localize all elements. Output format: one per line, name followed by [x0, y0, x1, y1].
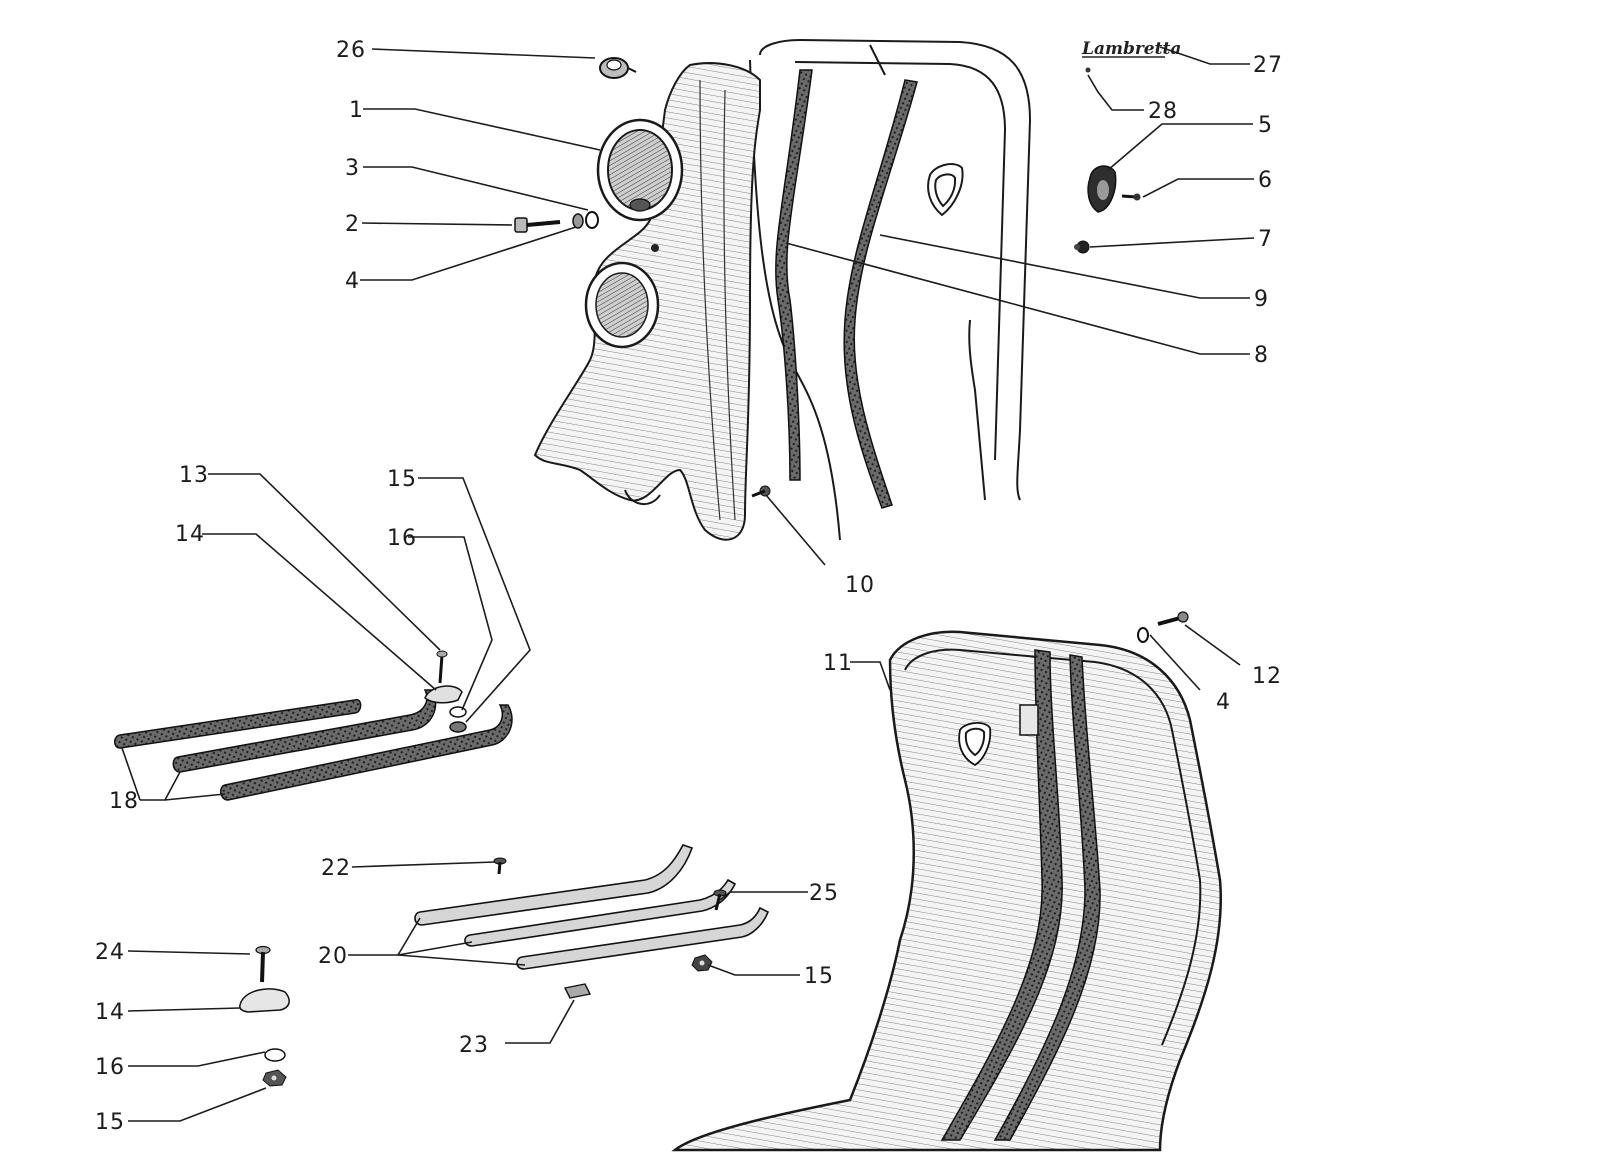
callout-14-upper: 14	[175, 522, 205, 547]
callout-15-mid: 15	[804, 964, 834, 989]
rubber-strip-9	[843, 79, 918, 509]
callout-15-lower: 15	[95, 1110, 125, 1135]
callout-3: 3	[345, 156, 360, 181]
callout-23: 23	[459, 1033, 489, 1058]
callout-15-upper: 15	[387, 467, 417, 492]
callout-11: 11	[823, 651, 853, 676]
cap-26	[599, 57, 637, 79]
callout-28: 28	[1148, 99, 1178, 124]
callout-9: 9	[1254, 287, 1269, 312]
callout-14-lower: 14	[95, 1000, 125, 1025]
callout-5: 5	[1258, 113, 1273, 138]
rubber-strips-18	[114, 689, 513, 801]
callout-24: 24	[95, 940, 125, 965]
callout-2: 2	[345, 212, 360, 237]
floorboard-11	[671, 630, 1222, 1152]
callout-18: 18	[109, 789, 139, 814]
callout-25: 25	[809, 881, 839, 906]
callout-26: 26	[336, 38, 366, 63]
grommet-7	[1074, 240, 1090, 254]
callout-16-lower: 16	[95, 1055, 125, 1080]
callouts: 26 1 3 2 4 27 28 5 6 7 9 8 10 11 4 12 13…	[95, 38, 1283, 1135]
callout-4-lower: 4	[1216, 690, 1231, 715]
callout-20: 20	[318, 944, 348, 969]
clip-23	[563, 983, 592, 999]
leader-lines	[121, 46, 1255, 1122]
bolt-24	[255, 945, 271, 983]
callout-16-upper: 16	[387, 526, 417, 551]
pin-28	[1085, 67, 1091, 73]
callout-22: 22	[321, 856, 351, 881]
callout-8: 8	[1254, 343, 1269, 368]
shield-badge	[927, 163, 964, 217]
callout-1: 1	[349, 98, 364, 123]
washer-3	[585, 211, 599, 229]
cup-14-lower	[239, 988, 290, 1013]
horn-casing	[533, 62, 761, 541]
nut-15-mid	[691, 954, 713, 972]
callout-4-upper: 4	[345, 269, 360, 294]
callout-7: 7	[1258, 227, 1273, 252]
screw-6	[1121, 193, 1141, 201]
nut-15-lower	[262, 1069, 287, 1087]
callout-27: 27	[1253, 53, 1283, 78]
bolt-2	[514, 217, 561, 233]
callout-12: 12	[1252, 664, 1282, 689]
washer-4-upper	[572, 213, 584, 229]
screw-25	[713, 889, 727, 911]
fastener-13-14-15-16	[424, 650, 467, 733]
washer-4-lower	[1137, 627, 1149, 643]
callout-10: 10	[845, 573, 875, 598]
screw-10	[751, 485, 771, 498]
rubber-strip-8	[775, 69, 813, 481]
emblem-text: Lambretta	[1081, 39, 1181, 59]
washer-16-lower	[264, 1048, 286, 1062]
screw-22	[493, 857, 507, 875]
lamp-5	[1087, 165, 1117, 213]
callout-13: 13	[179, 463, 209, 488]
emblem-27: Lambretta	[1081, 39, 1181, 59]
bolt-12	[1157, 611, 1189, 626]
callout-6: 6	[1258, 168, 1273, 193]
